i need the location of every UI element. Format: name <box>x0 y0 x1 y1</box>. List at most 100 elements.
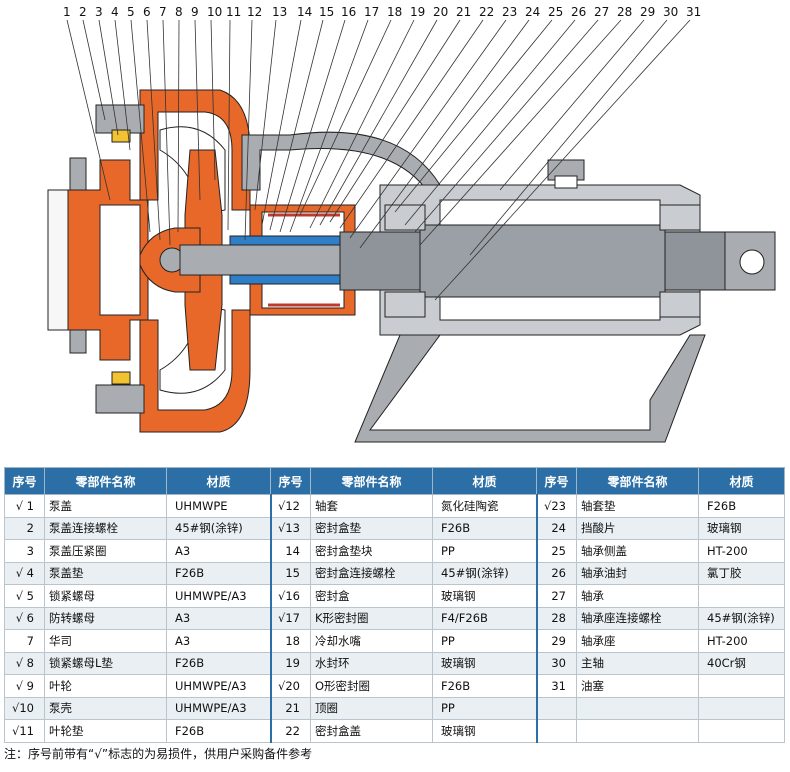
part-name-cell: 密封盒连接螺栓 <box>310 561 433 585</box>
column-header: 序号 <box>536 467 577 495</box>
callout-number: 13 <box>272 5 287 19</box>
part-name-cell: 轴承油封 <box>576 561 699 585</box>
callout-number: 28 <box>617 5 632 19</box>
part-number-cell: √ 1 <box>4 494 45 518</box>
part-number-cell: 26 <box>535 561 577 585</box>
part-name-cell: 密封盒 <box>310 584 433 608</box>
part-number-cell: 3 <box>4 539 45 563</box>
part-name-cell: 锁紧螺母 <box>44 584 167 608</box>
part-number-cell: 19 <box>269 651 311 675</box>
part-name-cell: 水封环 <box>310 651 433 675</box>
part-number-cell: √11 <box>4 719 45 743</box>
material-cell: PP <box>432 696 537 720</box>
part-number-cell: √10 <box>4 696 45 720</box>
part-name-cell: 主轴 <box>576 651 699 675</box>
part-number-cell: √ 4 <box>4 561 45 585</box>
callout-number: 9 <box>191 5 199 19</box>
callout-number: 3 <box>95 5 103 19</box>
column-header: 材质 <box>698 467 785 495</box>
material-cell: F26B <box>698 494 785 518</box>
callout-number: 20 <box>433 5 448 19</box>
callout-number: 10 <box>207 5 222 19</box>
material-cell: HT-200 <box>698 539 785 563</box>
column-header: 序号 <box>270 467 311 495</box>
callout-number: 24 <box>525 5 540 19</box>
part-name-cell: 泵盖压紧圈 <box>44 539 167 563</box>
part-name-cell: 轴套垫 <box>576 494 699 518</box>
part-number-cell: 22 <box>269 719 311 743</box>
callout-number: 23 <box>502 5 517 19</box>
callout-number: 21 <box>456 5 471 19</box>
callout-number: 22 <box>479 5 494 19</box>
callout-number: 1 <box>63 5 71 19</box>
callout-number: 11 <box>226 5 241 19</box>
part-number-cell <box>535 696 577 720</box>
callout-number: 31 <box>686 5 701 19</box>
part-name-cell: 冷却水嘴 <box>310 629 433 653</box>
callout-number: 8 <box>175 5 183 19</box>
callout-number: 6 <box>143 5 151 19</box>
callout-number: 30 <box>663 5 678 19</box>
callout-number: 17 <box>364 5 379 19</box>
part-number-cell: 7 <box>4 629 45 653</box>
spare-parts-note: 注：序号前带有“√”标志的为易损件，供用户采购备件参考 <box>4 747 313 761</box>
material-cell <box>698 584 785 608</box>
part-name-cell: 顶圈 <box>310 696 433 720</box>
callout-number: 27 <box>594 5 609 19</box>
part-name-cell: 泵盖垫 <box>44 561 167 585</box>
material-cell: 40Cr钢 <box>698 651 785 675</box>
material-cell: PP <box>432 629 537 653</box>
part-name-cell: 密封盒垫块 <box>310 539 433 563</box>
part-number-cell: √12 <box>269 494 311 518</box>
material-cell: HT-200 <box>698 629 785 653</box>
callout-number: 16 <box>341 5 356 19</box>
material-cell: UHMWPE/A3 <box>166 584 271 608</box>
part-number-cell: 27 <box>535 584 577 608</box>
part-number-cell: √20 <box>269 674 311 698</box>
part-number-cell: 31 <box>535 674 577 698</box>
material-cell <box>698 696 785 720</box>
part-number-cell: 25 <box>535 539 577 563</box>
material-cell: 45#钢(涂锌) <box>698 606 785 630</box>
pump-cross-section-drawing: 1 2 3 4 5 6 7 8 9 10 11 12 13 14 15 16 1… <box>47 5 776 443</box>
material-cell: 45#钢(涂锌) <box>432 561 537 585</box>
part-number-cell: √ 5 <box>4 584 45 608</box>
column-header: 材质 <box>166 467 271 495</box>
part-name-cell: 锁紧螺母L垫 <box>44 651 167 675</box>
part-number-cell: √ 9 <box>4 674 45 698</box>
material-cell: 氯丁胶 <box>698 561 785 585</box>
material-cell: F26B <box>432 674 537 698</box>
material-cell: PP <box>432 539 537 563</box>
part-number-cell: 14 <box>269 539 311 563</box>
material-cell <box>698 674 785 698</box>
material-cell: 玻璃钢 <box>698 516 785 540</box>
part-name-cell: 密封盒垫 <box>310 516 433 540</box>
part-name-cell: 华司 <box>44 629 167 653</box>
part-name-cell <box>576 719 699 743</box>
callout-number: 5 <box>127 5 135 19</box>
callout-number: 18 <box>387 5 402 19</box>
material-cell: 45#钢(涂锌) <box>166 516 271 540</box>
material-cell: F26B <box>166 561 271 585</box>
material-cell: F26B <box>166 719 271 743</box>
part-number-cell: √ 6 <box>4 606 45 630</box>
material-cell: 玻璃钢 <box>432 584 537 608</box>
part-number-cell: 21 <box>269 696 311 720</box>
bearings <box>384 204 701 318</box>
callout-number: 29 <box>640 5 655 19</box>
part-number-cell: √ 8 <box>4 651 45 675</box>
part-name-cell: 轴承座 <box>576 629 699 653</box>
pump-cover-flange <box>47 157 149 361</box>
part-name-cell: 防转螺母 <box>44 606 167 630</box>
part-name-cell: 轴套 <box>310 494 433 518</box>
